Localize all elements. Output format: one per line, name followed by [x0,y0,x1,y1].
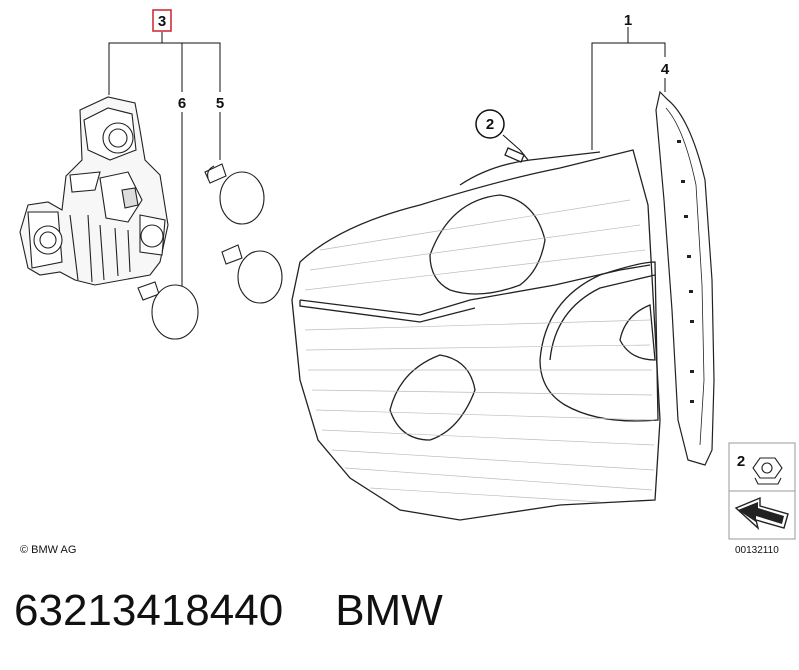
reference-number: 00132110 [735,545,779,556]
callout-5-label: 5 [216,95,224,112]
callout-4-label: 4 [661,61,670,78]
bulb-5-upper [204,163,265,225]
arrow-icon [734,496,789,531]
bulb-5-lower [221,244,283,304]
parts-diagram: 3 6 5 1 4 2 2 © BMW AG 00132110 [19,9,796,556]
legend-callout-2-label: 2 [737,453,745,470]
part-number: 63213418440 [14,586,284,635]
callout-1-label: 1 [624,12,632,29]
tail-light [291,147,661,521]
callout-6-label: 6 [178,95,186,112]
footer: 63213418440 BMW [14,586,784,646]
callout-3-label: 3 [158,13,166,30]
brand-name: BMW [335,586,443,635]
callout-2-label: 2 [486,116,494,133]
bulb-6 [137,281,199,340]
callout-3: 3 [152,9,172,32]
gasket [655,90,715,466]
callout-3-highlight [152,9,172,32]
bulb-holder [19,96,169,286]
legend-box [728,442,796,540]
copyright-text: © BMW AG [20,544,76,556]
leader-lines [108,27,666,290]
nut-icon [752,457,783,485]
callout-2: 2 [475,109,505,139]
